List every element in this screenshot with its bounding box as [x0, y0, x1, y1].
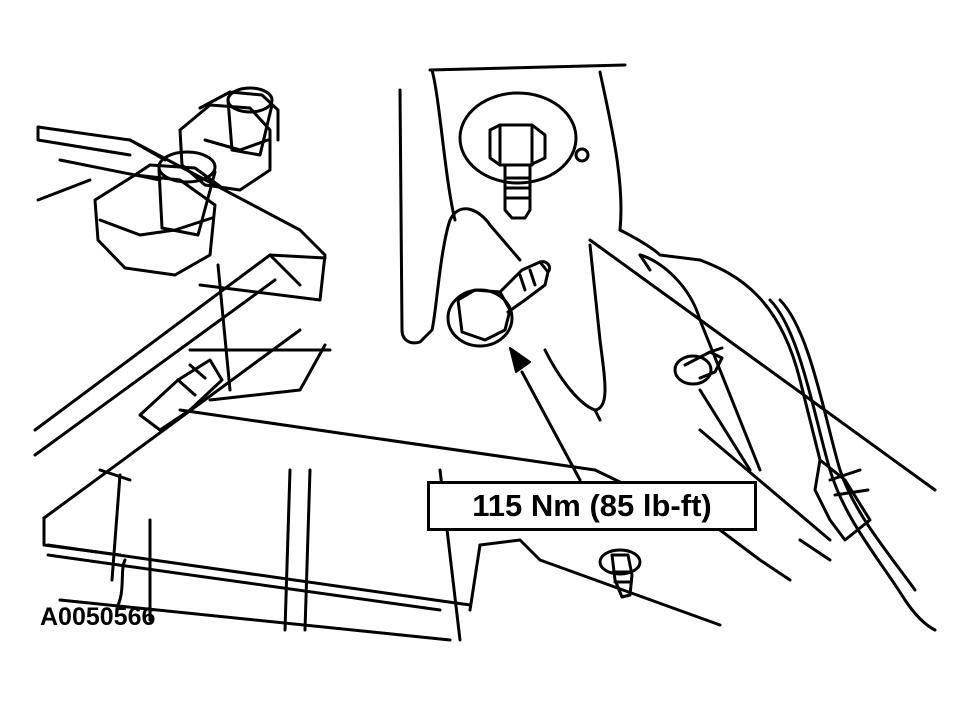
crossmember-bolt: [138, 358, 224, 432]
lower-crossmember: [33, 253, 597, 557]
torque-bolt: [446, 260, 552, 348]
right-body-panel: [588, 238, 937, 492]
clip-fastener-lower: [598, 548, 642, 599]
torque-specification-callout: 115 Nm (85 lb-ft): [427, 481, 757, 531]
upper-bolt: [458, 91, 590, 220]
clip-fastener-right: [673, 346, 724, 386]
figure-id-label: A0050566: [40, 603, 156, 631]
hex-nut-lower: [93, 150, 227, 277]
frame-rail-left: [36, 125, 327, 302]
torque-specification-text: 115 Nm (85 lb-ft): [472, 488, 712, 523]
mounting-bracket: [398, 63, 702, 422]
brake-line: [768, 298, 937, 632]
callout-leader-line: [520, 370, 582, 482]
callout-arrowhead: [509, 347, 531, 373]
figure-id-leader: [116, 558, 127, 607]
hex-nut-upper: [178, 86, 280, 192]
